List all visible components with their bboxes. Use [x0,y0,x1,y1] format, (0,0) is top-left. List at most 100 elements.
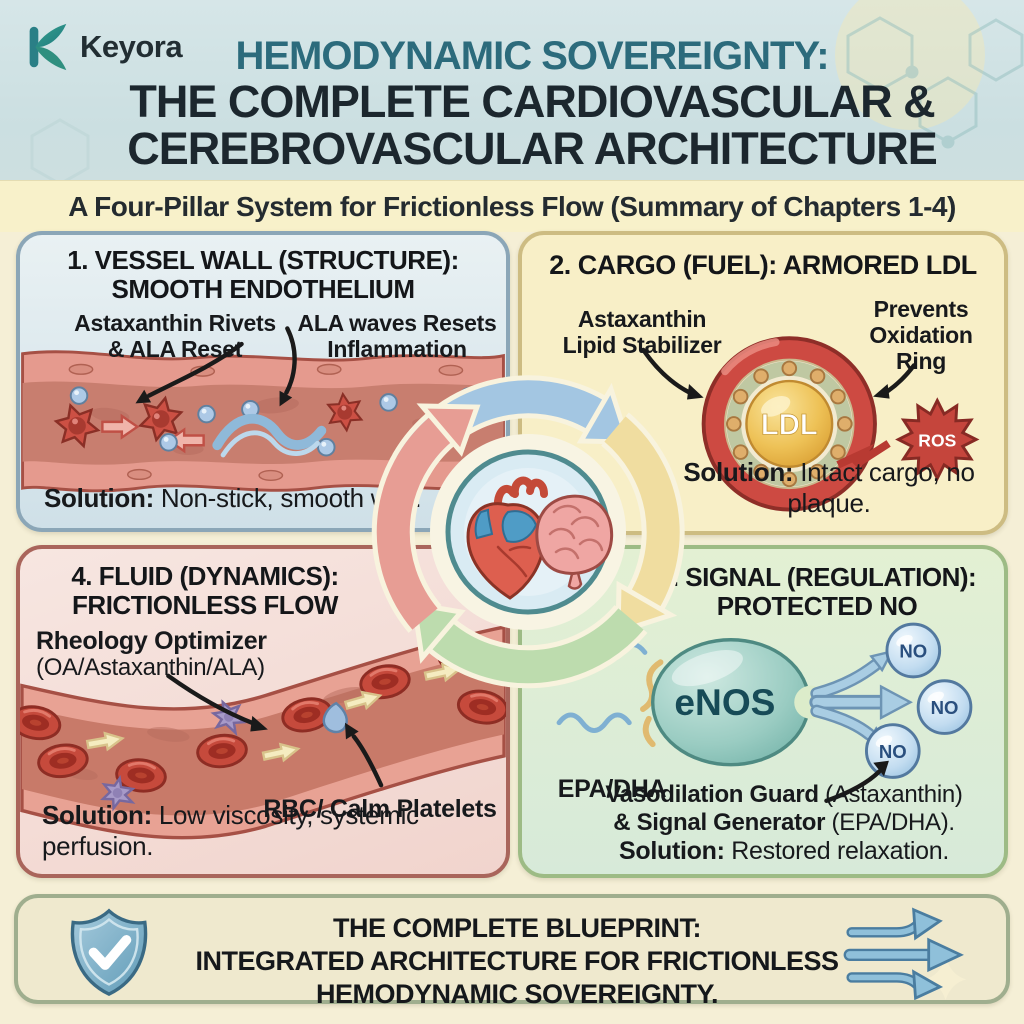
footer-line3: HEMODYNAMIC SOVEREIGNTY. [315,978,719,1009]
no-molecule: NO [864,723,921,779]
enos-illustration: eNOS NO NO [556,622,973,803]
panel4-label-bottom: RBC/ Calm Platelets [263,795,497,823]
solution-label: Solution: [619,837,725,865]
no-label: NO [879,741,907,762]
stabilizer-beads [726,360,853,488]
footer-text: THE COMPLETE BLUEPRINT: INTEGRATED ARCHI… [188,912,846,1011]
solution-text: Intact cargo, no plaque. [787,457,975,518]
brain-icon [535,494,614,590]
caption-bold: Vasodilation Guard [605,781,819,809]
ala-wave-icon [212,414,327,458]
lightning-icon [836,440,891,469]
particle-icon [159,433,178,452]
ros-label: ROS [918,430,956,450]
panel4-title-line2: FRICTIONLESS FLOW [72,589,338,620]
panel4-label-top: Rheology Optimizer (OA/Astaxanthin/ALA) [36,627,267,682]
panel3-epa-dha-label: EPA/DHA [557,775,667,803]
panel-cargo-ldl: LDL ROS 2. CARGO (FUEL): ARMORED LDL Ast… [518,231,1008,535]
pointer-arrowhead [344,722,359,740]
hexagon-molecule-icon [30,118,90,180]
ldl-illustration: LDL ROS [641,336,980,512]
panel4-label-top-line1: Rheology Optimizer [36,627,267,655]
solution-text: Restored relaxation. [724,837,949,865]
solution-label: Solution: [42,800,152,830]
panel3-caption-line2: & Signal Generator (EPA/DHA). [572,809,996,837]
panel2-label-right-line1: Prevents [873,296,969,322]
particle-icon [69,386,89,405]
main-title-line1: HEMODYNAMIC SOVEREIGNTY: [235,34,829,78]
panel4-label-top-line2: (OA/Astaxanthin/ALA) [36,654,265,681]
main-title-line3: CEREBROVASCULAR ARCHITECTURE [127,122,938,174]
ldl-label: LDL [761,410,818,442]
panel3-caption-line1: Vasodilation Guard (Astaxanthin) [572,781,996,809]
enos-enzyme: eNOS [651,638,828,767]
panel2-label-right: Prevents Oxidation Ring [846,296,996,374]
pointer-arrowhead [873,760,889,777]
pointer-arrowhead [279,390,293,407]
panel4-solution: Solution: Low viscosity, systemic perfus… [42,800,506,862]
panel3-title: 3. SIGNAL (REGULATION): PROTECTED NO [632,563,1002,620]
arrowhead [912,969,944,1000]
cycle-arrow-green [430,608,644,684]
pointer-arrowhead [135,389,152,404]
caption-bold: & Signal Generator [613,809,826,837]
panel2-label-left-line1: Astaxanthin [577,306,707,332]
ros-burst-icon: ROS [895,397,980,482]
no-label: NO [931,697,959,718]
panel-vessel-wall: 1. VESSEL WALL (STRUCTURE): SMOOTH ENDOT… [16,231,510,532]
panel1-label-left-line2: & ALA Reset [107,335,243,362]
footer-banner: THE COMPLETE BLUEPRINT: INTEGRATED ARCHI… [14,894,1010,1009]
arrowhead [912,907,943,941]
arrowhead [927,937,964,973]
flow-arrow-icon [101,413,140,440]
panel1-label-right-line1: ALA waves Resets [297,310,497,336]
calm-platelet-icon [322,701,348,734]
keyora-logo-icon [29,23,67,71]
no-label: NO [899,640,927,661]
subtitle-text: A Four-Pillar System for Frictionless Fl… [68,190,956,222]
no-molecule: NO [885,622,942,679]
glow-decoration [835,0,985,130]
caption-rest: (EPA/DHA). [825,809,956,837]
solution-text: Low viscosity, systemic perfusion. [42,800,419,861]
panel3-title-line1: 3. SIGNAL (REGULATION): [657,562,977,592]
panel2-label-left: Astaxanthin Lipid Stabilizer [542,306,742,359]
particle-icon [197,404,216,424]
panel1-label-left: Astaxanthin Rivets & ALA Reset [40,310,310,363]
panel2-title: 2. CARGO (FUEL): ARMORED LDL [549,250,977,280]
hexagon-molecule-icon [846,16,1024,149]
solution-label: Solution: [683,457,794,487]
panel3-solution: Solution: Restored relaxation. [572,837,996,866]
panel1-title: 1. VESSEL WALL (STRUCTURE): SMOOTH ENDOT… [20,246,506,303]
ldl-particle: LDL [701,336,877,512]
main-title: HEMODYNAMIC SOVEREIGNTY: THE COMPLETE CA… [60,34,1004,173]
panel1-title-line2: SMOOTH ENDOTHELIUM [111,273,416,304]
cycle-arrowhead-salmon [416,403,481,457]
cycle-arrow-salmon [376,416,452,630]
panel4-title-line1: 4. FLUID (DYNAMICS): [71,561,339,591]
shield-check-icon [70,908,148,997]
panel2-label-right-line3: Ring [896,347,946,374]
subtitle-band: A Four-Pillar System for Frictionless Fl… [0,180,1024,232]
panel-signal-no: eNOS NO NO [518,545,1008,878]
no-molecule: NO [916,679,973,735]
solution-label: Solution: [44,483,154,513]
pointer-arrowhead [687,383,704,400]
flow-arrows-icon [843,907,967,1000]
header: Keyora HEMODYNAMIC SOVEREIGNTY: THE COMP… [0,0,1024,180]
panel1-label-right-line2: Inflammation [327,335,467,362]
panel1-title-line1: 1. VESSEL WALL (STRUCTURE): [67,245,459,275]
heart-icon [466,476,548,600]
pointer-arrowhead [873,383,890,399]
brand-logo: Keyora [20,20,183,74]
panel3-caption: Vasodilation Guard (Astaxanthin) & Signa… [572,781,996,866]
panel1-label-right: ALA waves Resets Inflammation [292,310,502,363]
panel2-label-right-line2: Oxidation [869,321,973,348]
panel2-label-left-line2: Lipid Stabilizer [562,331,722,358]
panel2-solution: Solution: Intact cargo, no plaque. [662,457,996,519]
central-cycle-diagram [371,375,685,689]
enos-label: eNOS [674,681,775,723]
pointer-arrow [146,326,297,398]
panel4-title: 4. FLUID (DYNAMICS): FRICTIONLESS FLOW [20,562,390,619]
